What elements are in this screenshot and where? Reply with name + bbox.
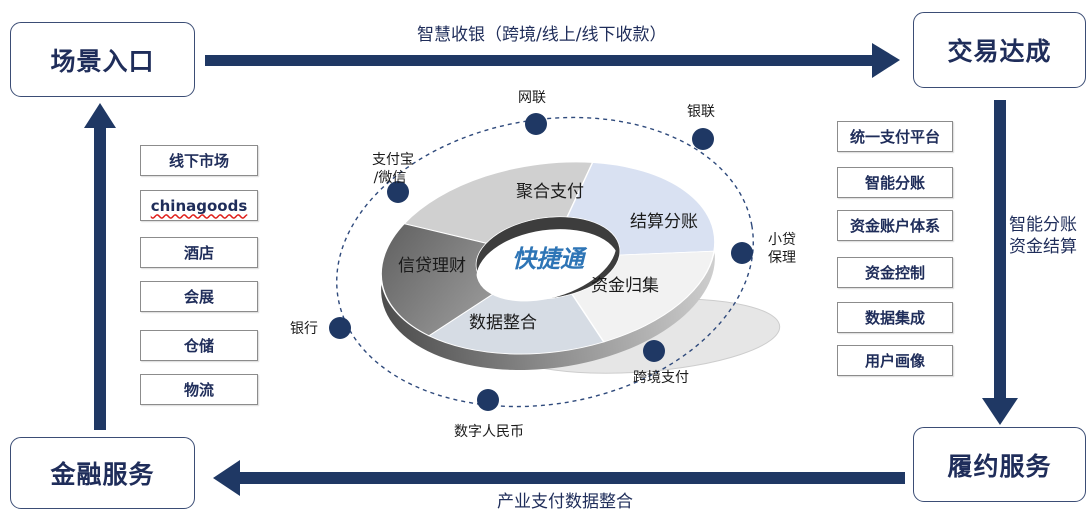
- capability-tag-unified-payment: 统一支付平台: [837, 121, 953, 152]
- capability-tag-data-integration: 数据集成: [837, 302, 953, 333]
- stage-finance: 金融服务: [10, 437, 195, 509]
- flow-label-bottom: 产业支付数据整合: [497, 492, 633, 512]
- segment-settlement-split: [566, 161, 716, 256]
- core-logo: 快捷通: [512, 245, 588, 273]
- channel-label-bank: 银行: [290, 321, 318, 337]
- left-flow-arrow: [84, 103, 116, 430]
- scene-tag-exhibition: 会展: [140, 281, 258, 312]
- scene-tag-hotel: 酒店: [140, 237, 258, 268]
- channel-label-wechat: /微信: [374, 170, 407, 186]
- right-flow-arrow: [982, 100, 1018, 425]
- channel-node-alipay-wechat: [387, 181, 409, 203]
- segment-fund-collection: [570, 250, 715, 343]
- scene-tag-chinagoods-label: chinagoods: [150, 196, 248, 215]
- capability-tag-smart-split: 智能分账: [837, 167, 953, 198]
- segment-label-credit-wealth: 信贷理财: [398, 256, 466, 276]
- channel-label-yinlian: 银联: [687, 104, 715, 120]
- segment-label-data-integration: 数据整合: [469, 313, 537, 333]
- channel-label-wanglian: 网联: [518, 90, 546, 106]
- flow-label-top: 智慧收银（跨境/线上/线下收款）: [417, 25, 667, 45]
- channel-label-crossborder: 跨境支付: [633, 370, 689, 386]
- channel-node-bank: [329, 317, 351, 339]
- channel-node-wanglian: [525, 113, 547, 135]
- channel-node-yinlian: [692, 128, 714, 150]
- segment-label-aggregated-payment: 聚合支付: [516, 182, 584, 202]
- channel-node-loan-factoring: [731, 242, 753, 264]
- channel-node-crossborder: [643, 340, 665, 362]
- scene-tag-chinagoods: chinagoods: [140, 190, 258, 221]
- channel-orbit: [336, 116, 754, 408]
- scene-tag-logistics: 物流: [140, 374, 258, 405]
- channel-label-factoring: 保理: [768, 250, 796, 266]
- channel-label-alipay: 支付宝: [372, 152, 414, 168]
- capability-tag-fund-account: 资金账户体系: [837, 210, 953, 241]
- top-flow-arrow: [205, 43, 900, 78]
- channel-label-ecny: 数字人民币: [454, 424, 524, 440]
- flow-label-right-1: 智能分账: [1009, 215, 1077, 235]
- donut-ring: [380, 161, 716, 355]
- segment-label-settlement-split: 结算分账: [630, 212, 698, 232]
- channel-label-loan: 小贷: [768, 232, 796, 248]
- channel-node-ecny: [477, 389, 499, 411]
- segment-aggregated-payment: [403, 161, 594, 244]
- stage-scene-entry: 场景入口: [10, 22, 195, 97]
- stage-fulfillment: 履约服务: [913, 427, 1086, 502]
- scene-tag-offline-market: 线下市场: [140, 145, 258, 176]
- flow-label-right-2: 资金结算: [1009, 237, 1077, 257]
- capability-tag-user-profile: 用户画像: [837, 345, 953, 376]
- capability-tag-fund-control: 资金控制: [837, 257, 953, 288]
- stage-transaction: 交易达成: [913, 12, 1086, 88]
- bottom-flow-arrow: [213, 460, 905, 496]
- segment-label-fund-collection: 资金归集: [591, 276, 659, 296]
- scene-tag-warehousing: 仓储: [140, 330, 258, 361]
